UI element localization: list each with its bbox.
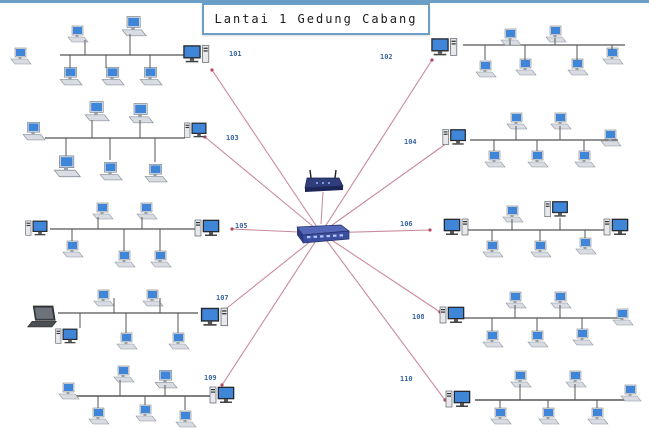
desktop-computer-icon [442, 129, 466, 145]
room-label-101: 101 [229, 50, 242, 58]
link-endpoint [230, 227, 234, 231]
client-computer-icon [575, 237, 597, 255]
link-102 [320, 59, 433, 234]
client-computer-icon [101, 66, 125, 86]
desktop-computer-icon [25, 220, 48, 236]
client-computer-icon [135, 404, 157, 422]
desktop-computer-icon [184, 122, 207, 138]
client-computer-icon [510, 370, 532, 388]
desktop-computer-icon [55, 328, 78, 344]
client-computer-icon [93, 289, 115, 307]
link-103 [204, 136, 322, 234]
client-computer-icon [168, 332, 190, 350]
room-label-108: 108 [412, 313, 425, 321]
desktop-computer-icon [603, 218, 629, 236]
client-computer-icon [99, 161, 123, 181]
client-computer-icon [121, 16, 147, 37]
client-computer-icon [136, 202, 158, 220]
link-104 [320, 142, 448, 234]
client-computer-icon [500, 28, 522, 46]
client-computer-icon [527, 330, 549, 348]
desktop-computer-icon [194, 219, 220, 237]
laptop-icon [27, 305, 57, 328]
client-computer-icon [482, 240, 504, 258]
client-computer-icon [53, 155, 82, 178]
client-computer-icon [88, 407, 110, 425]
client-computer-icon [550, 112, 572, 130]
link-109 [221, 232, 322, 386]
desktop-computer-icon [183, 45, 210, 63]
client-computer-icon [572, 328, 594, 346]
top-frame-border [0, 0, 649, 4]
client-computer-icon [506, 112, 528, 130]
room-label-109: 109 [204, 374, 217, 382]
client-computer-icon [22, 121, 46, 141]
client-computer-icon [67, 25, 89, 43]
client-computer-icon [538, 407, 560, 425]
client-computer-icon [62, 240, 84, 258]
client-computer-icon [490, 407, 512, 425]
client-computer-icon [602, 47, 624, 65]
link-endpoint [428, 228, 432, 232]
network-switch-icon [296, 224, 350, 244]
client-computer-icon [527, 150, 549, 168]
client-computer-icon [502, 205, 524, 223]
client-computer-icon [154, 369, 178, 389]
client-computer-icon [567, 58, 589, 76]
room-label-104: 104 [404, 138, 417, 146]
client-computer-icon [530, 240, 552, 258]
client-computer-icon [475, 60, 497, 78]
client-computer-icon [175, 410, 197, 428]
room-label-107: 107 [216, 294, 229, 302]
client-computer-icon [113, 365, 135, 383]
link-110 [320, 232, 446, 401]
desktop-computer-icon [445, 390, 471, 408]
client-computer-icon [116, 332, 138, 350]
desktop-computer-icon [200, 307, 228, 327]
link-101 [211, 69, 322, 234]
room-label-103: 103 [226, 134, 239, 142]
room-label-110: 110 [400, 375, 413, 383]
client-computer-icon [620, 384, 642, 402]
client-computer-icon [10, 47, 32, 65]
diagram-title: Lantai 1 Gedung Cabang [202, 3, 430, 35]
client-computer-icon [484, 150, 506, 168]
client-computer-icon [142, 289, 164, 307]
client-computer-icon [128, 103, 154, 124]
client-computer-icon [482, 330, 504, 348]
client-computer-icon [515, 58, 537, 76]
client-computer-icon [84, 101, 110, 122]
room-label-106: 106 [400, 220, 413, 228]
client-computer-icon [545, 25, 567, 43]
desktop-computer-icon [443, 218, 469, 236]
link-endpoint [430, 58, 434, 62]
wireless-router-icon [304, 169, 344, 225]
client-computer-icon [600, 129, 622, 147]
client-computer-icon [144, 163, 168, 183]
link-endpoint [210, 68, 214, 72]
link-endpoint [220, 383, 224, 387]
desktop-computer-icon [544, 201, 568, 217]
client-computer-icon [550, 291, 572, 309]
client-computer-icon [565, 370, 587, 388]
room-label-102: 102 [380, 53, 393, 61]
link-107 [221, 232, 322, 313]
link-108 [320, 232, 441, 313]
client-computer-icon [59, 66, 83, 86]
client-computer-icon [150, 250, 172, 268]
client-computer-icon [574, 150, 596, 168]
client-computer-icon [505, 291, 527, 309]
client-computer-icon [587, 407, 609, 425]
desktop-computer-icon [439, 306, 465, 324]
client-computer-icon [139, 66, 163, 86]
room-label-105: 105 [235, 222, 248, 230]
client-computer-icon [58, 382, 80, 400]
desktop-computer-icon [209, 386, 235, 404]
client-computer-icon [612, 308, 634, 326]
client-computer-icon [92, 202, 114, 220]
desktop-computer-icon [431, 38, 458, 56]
client-computer-icon [114, 250, 136, 268]
